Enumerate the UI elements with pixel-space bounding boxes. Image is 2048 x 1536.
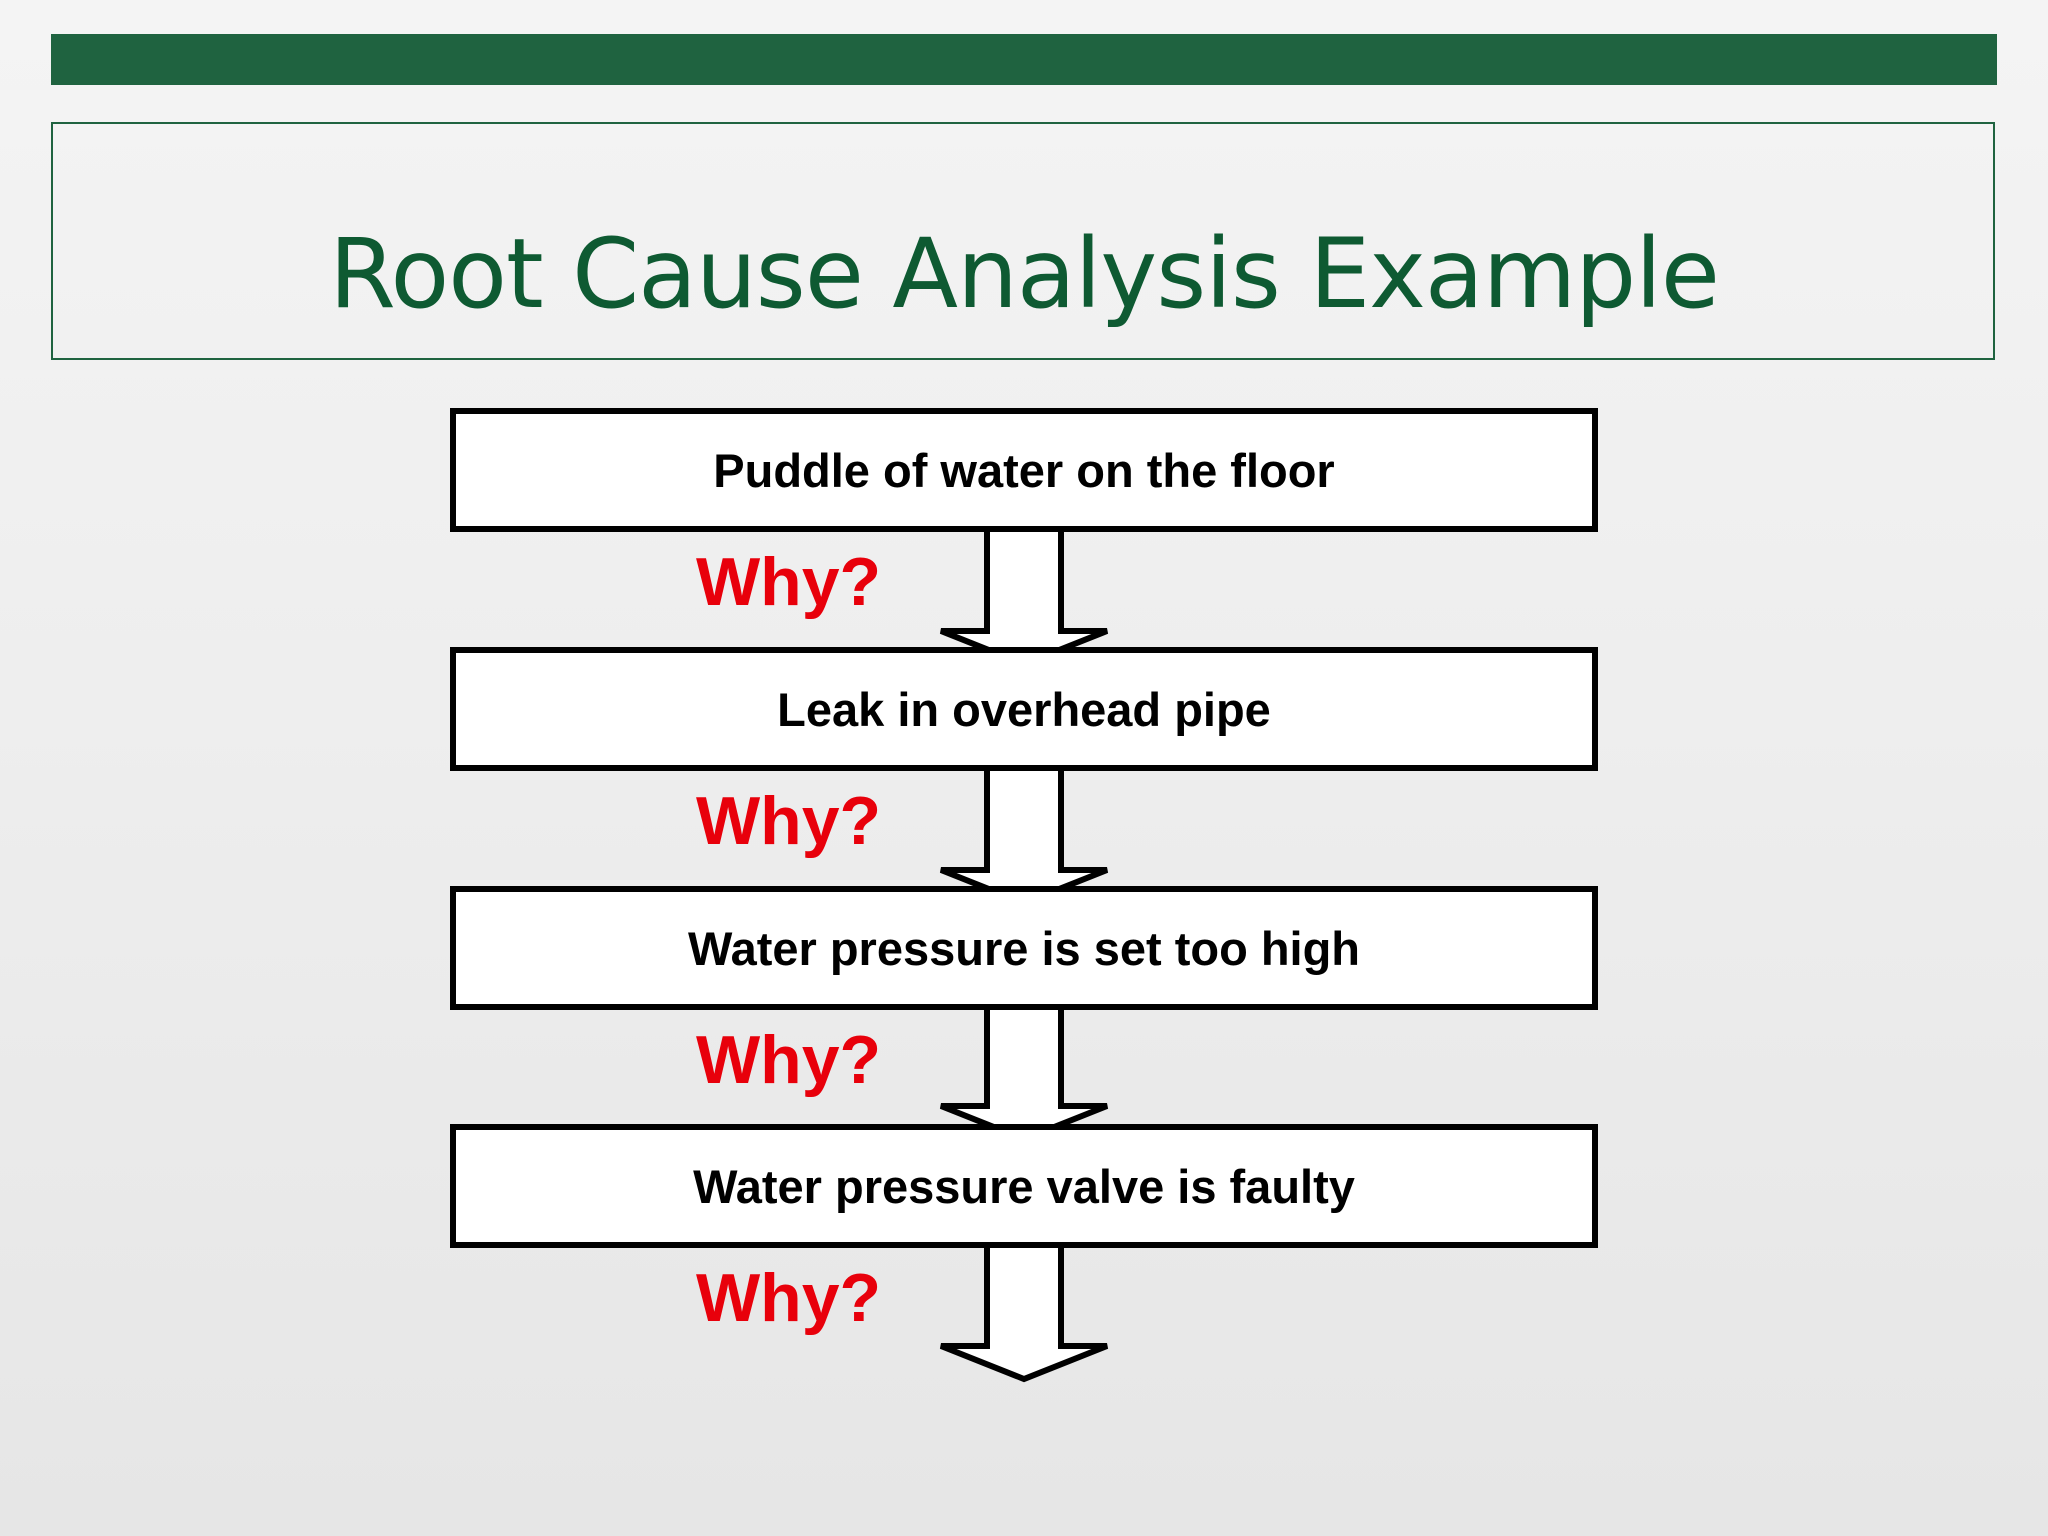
step-box-2: Leak in overhead pipe	[450, 647, 1598, 771]
down-arrow-3	[939, 1003, 1109, 1143]
why-label-3: Why?	[696, 1022, 882, 1098]
why-label-1: Why?	[696, 544, 882, 620]
down-arrow-4	[939, 1243, 1109, 1383]
step-box-3: Water pressure is set too high	[450, 886, 1598, 1010]
header-accent-bar	[51, 34, 1997, 85]
slide-title: Root Cause Analysis Example	[329, 218, 1720, 330]
step-box-1: Puddle of water on the floor	[450, 408, 1598, 532]
step-box-4: Water pressure valve is faulty	[450, 1124, 1598, 1248]
why-label-2: Why?	[696, 783, 882, 859]
title-frame	[51, 122, 1995, 360]
why-label-4: Why?	[696, 1260, 882, 1336]
